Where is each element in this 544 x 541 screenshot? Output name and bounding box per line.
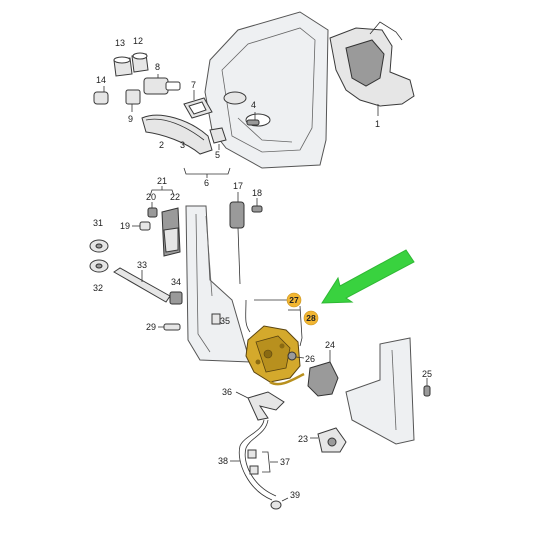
label-9: 9 — [128, 114, 133, 124]
label-14: 14 — [96, 75, 106, 85]
label-26: 26 — [305, 354, 315, 364]
label-19: 19 — [120, 221, 130, 231]
part-13-cap — [113, 56, 133, 77]
part-38-bowden-cable — [230, 419, 277, 501]
part-25-screw — [423, 378, 431, 397]
part-12-cap — [131, 52, 149, 73]
label-28: 28 — [306, 313, 316, 323]
part-6-door-handle — [141, 114, 231, 178]
label-25: 25 — [422, 369, 432, 379]
part-8-lock-cylinder — [143, 74, 181, 95]
part-17-rod — [229, 192, 245, 285]
label-23: 23 — [298, 434, 308, 444]
part-27-cable — [245, 299, 288, 333]
part-9-cylinder-piece — [125, 89, 141, 112]
label-4: 4 — [251, 100, 256, 110]
part-32-washer — [89, 259, 109, 273]
label-6: 6 — [204, 178, 209, 188]
part-14-cylinder-piece — [93, 86, 109, 105]
label-27: 27 — [289, 295, 299, 305]
part-20-clip — [147, 202, 158, 218]
upper-door-panel — [204, 11, 329, 169]
part-labels: 1 2 3 4 5 6 7 8 9 12 13 14 17 18 19 20 2… — [93, 36, 432, 500]
label-31: 31 — [93, 218, 103, 228]
part-23-striker — [310, 427, 347, 453]
part-29-bolt — [158, 323, 181, 331]
lower-door-panel — [185, 205, 415, 445]
label-35: 35 — [220, 316, 230, 326]
part-34-nut — [169, 291, 183, 305]
part-1-lock-mechanism — [329, 21, 415, 116]
label-7: 7 — [191, 80, 196, 90]
label-33: 33 — [137, 260, 147, 270]
label-38: 38 — [218, 456, 228, 466]
label-24: 24 — [325, 340, 335, 350]
label-17: 17 — [233, 181, 243, 191]
label-29: 29 — [146, 322, 156, 332]
part-36-cable-guide — [235, 391, 285, 421]
part-28-door-lock — [245, 305, 305, 386]
part-22-inner-handle — [161, 207, 181, 257]
highlight-arrow-icon — [321, 249, 415, 304]
label-5: 5 — [215, 150, 220, 160]
label-3: 3 — [180, 140, 185, 150]
label-13: 13 — [115, 38, 125, 48]
part-37-cable-clips — [247, 449, 278, 475]
label-1: 1 — [375, 119, 380, 129]
label-12: 12 — [133, 36, 143, 46]
part-7-gasket — [183, 90, 213, 119]
part-39-end-cap — [270, 497, 289, 510]
highlight-label-27: 27 — [286, 292, 302, 308]
part-18-screw — [251, 198, 263, 213]
label-37: 37 — [280, 457, 290, 467]
part-4-screw — [246, 112, 260, 126]
label-21: 21 — [157, 176, 167, 186]
part-26-screw — [287, 351, 305, 361]
part-19-clip — [132, 221, 151, 231]
label-22: 22 — [170, 192, 180, 202]
highlight-label-28: 28 — [303, 310, 319, 326]
part-24-striker-block — [307, 350, 339, 397]
part-21-bracket — [149, 186, 175, 197]
label-32: 32 — [93, 283, 103, 293]
part-5-handle-cap — [209, 127, 227, 150]
part-33-bolt — [113, 267, 171, 303]
label-20: 20 — [146, 192, 156, 202]
part-31-washer — [89, 239, 109, 253]
label-34: 34 — [171, 277, 181, 287]
label-2: 2 — [159, 140, 164, 150]
label-39: 39 — [290, 490, 300, 500]
label-36: 36 — [222, 387, 232, 397]
label-8: 8 — [155, 62, 160, 72]
label-18: 18 — [252, 188, 262, 198]
